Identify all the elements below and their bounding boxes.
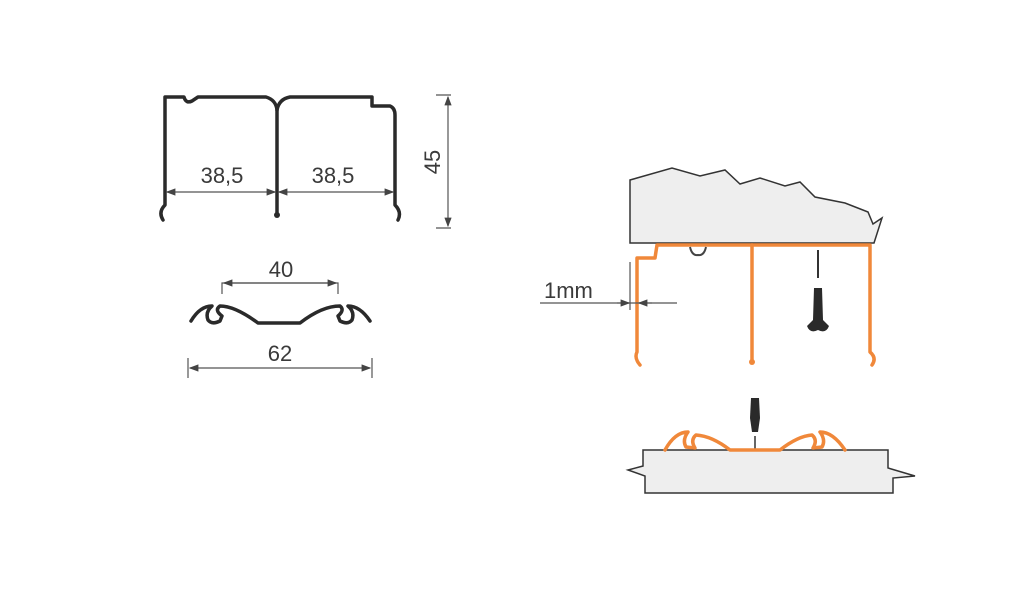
- installation-diagram: 1mm: [540, 167, 916, 494]
- dimension-base-outer: 62: [268, 341, 292, 366]
- dimension-base-inner: 40: [269, 257, 293, 282]
- screw-icon: [750, 398, 760, 432]
- dimension-right-width: 38,5: [312, 163, 355, 188]
- upper-profile-drawing: 38,5 38,5 45: [159, 94, 452, 229]
- base-profile-drawing: 40 62: [187, 257, 373, 378]
- screw-icon: [807, 288, 829, 332]
- dimension-height: 45: [420, 150, 445, 174]
- dimension-gap: 1mm: [544, 278, 593, 303]
- dimension-left-width: 38,5: [201, 163, 244, 188]
